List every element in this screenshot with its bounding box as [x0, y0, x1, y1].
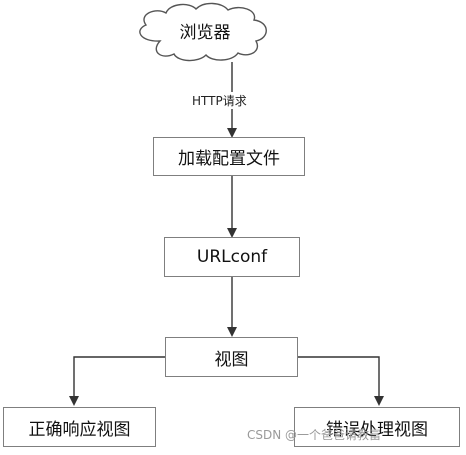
error-view-label: 错误处理视图: [326, 419, 428, 440]
urlconf-label: URLconf: [196, 247, 268, 267]
view-label: 视图: [214, 349, 249, 370]
browser-cloud-node: 浏览器: [139, 2, 267, 62]
csdn-watermark: CSDN @一个爸爸请教富: [247, 428, 382, 442]
edge-view-to-correct-view: [69, 356, 165, 406]
error-view-node: 错误处理视图: [294, 407, 460, 447]
load-config-label: 加载配置文件: [178, 149, 280, 169]
urlconf-node: URLconf: [164, 237, 300, 277]
edge-view-to-error-view: [298, 356, 384, 406]
view-node: 视图: [165, 337, 298, 377]
correct-view-label: 正确响应视图: [28, 419, 131, 440]
edge-label-http-request: HTTP请求: [190, 92, 249, 109]
correct-view-node: 正确响应视图: [3, 407, 156, 447]
cloud-shape: [139, 2, 267, 62]
browser-label: 浏览器: [180, 23, 231, 43]
load-config-node: 加载配置文件: [153, 137, 305, 176]
